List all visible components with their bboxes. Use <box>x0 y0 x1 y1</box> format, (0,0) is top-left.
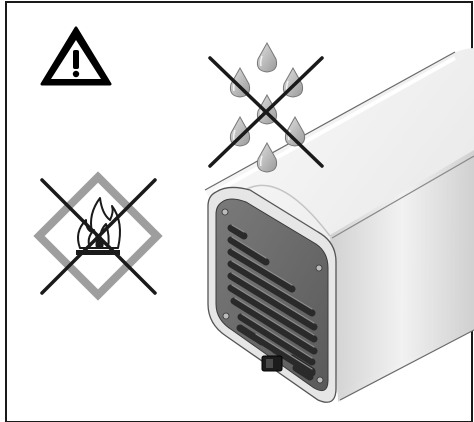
screw-icon <box>222 312 230 320</box>
prohibition-cross <box>208 56 324 168</box>
grille-slots <box>227 224 318 381</box>
no-water-symbol <box>208 41 324 173</box>
no-flammable-symbol <box>33 171 163 301</box>
device-body-side <box>330 150 474 402</box>
power-switch-icon <box>261 355 283 372</box>
screw-icon <box>221 208 229 216</box>
screw-icon <box>316 376 324 384</box>
screw-icon <box>315 264 323 272</box>
prohibition-cross <box>40 178 157 295</box>
warning-triangle-icon <box>40 26 112 86</box>
flame-base-bar <box>76 250 120 255</box>
uv-device <box>204 48 474 403</box>
